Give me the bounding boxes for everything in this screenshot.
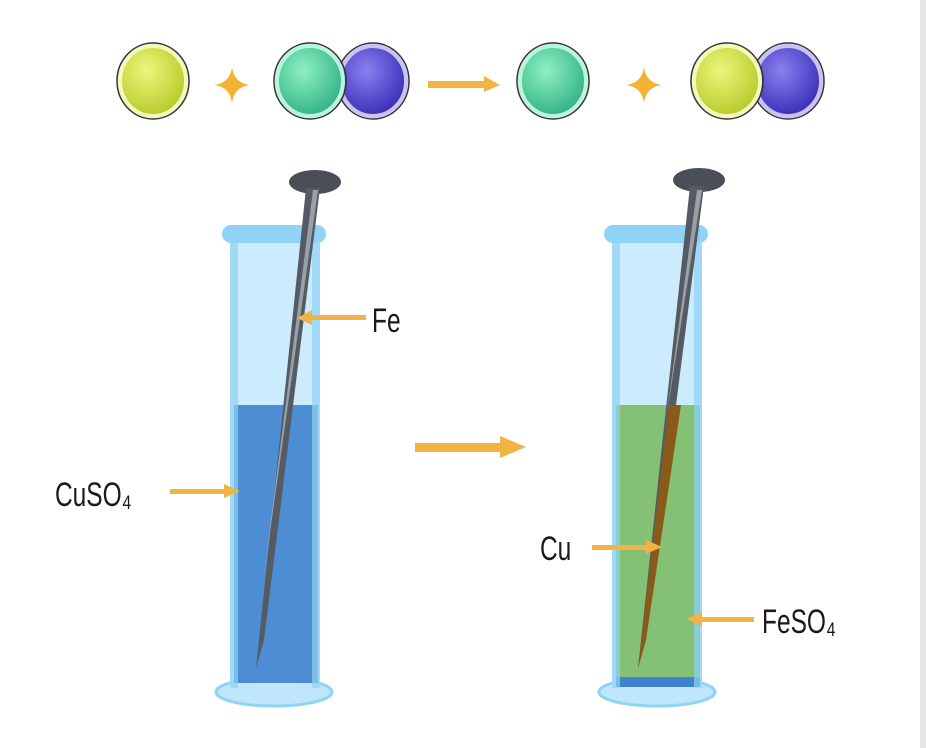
iron-nail-icon [256,170,341,668]
test-tube-feso4 [597,168,725,708]
equation-row [116,42,825,120]
label-cu: Cu [540,530,572,568]
teal-atom-icon [275,44,345,118]
cuso4-solution [234,405,318,683]
label-fe: Fe [372,302,401,340]
process-arrow-icon [415,436,526,458]
yellow-atom-icon [118,44,188,118]
right-border [920,0,926,748]
reaction-arrow-icon [428,76,500,92]
label-cuso4: CuSO₄ [55,476,132,514]
purple-atom-icon [753,44,823,118]
plus-icon [626,67,662,103]
plus-icon [214,67,250,103]
feso4-pointer-arrow [686,612,754,626]
yellow-atom-icon [692,44,762,118]
cu-pointer-arrow [592,540,662,554]
teal-atom-icon [518,44,588,118]
label-feso4: FeSO₄ [762,603,836,641]
cuso4-pointer-arrow [170,484,240,498]
fe-pointer-arrow [297,310,366,325]
purple-atom-icon [338,44,408,118]
test-tube-cuso4 [214,170,341,708]
